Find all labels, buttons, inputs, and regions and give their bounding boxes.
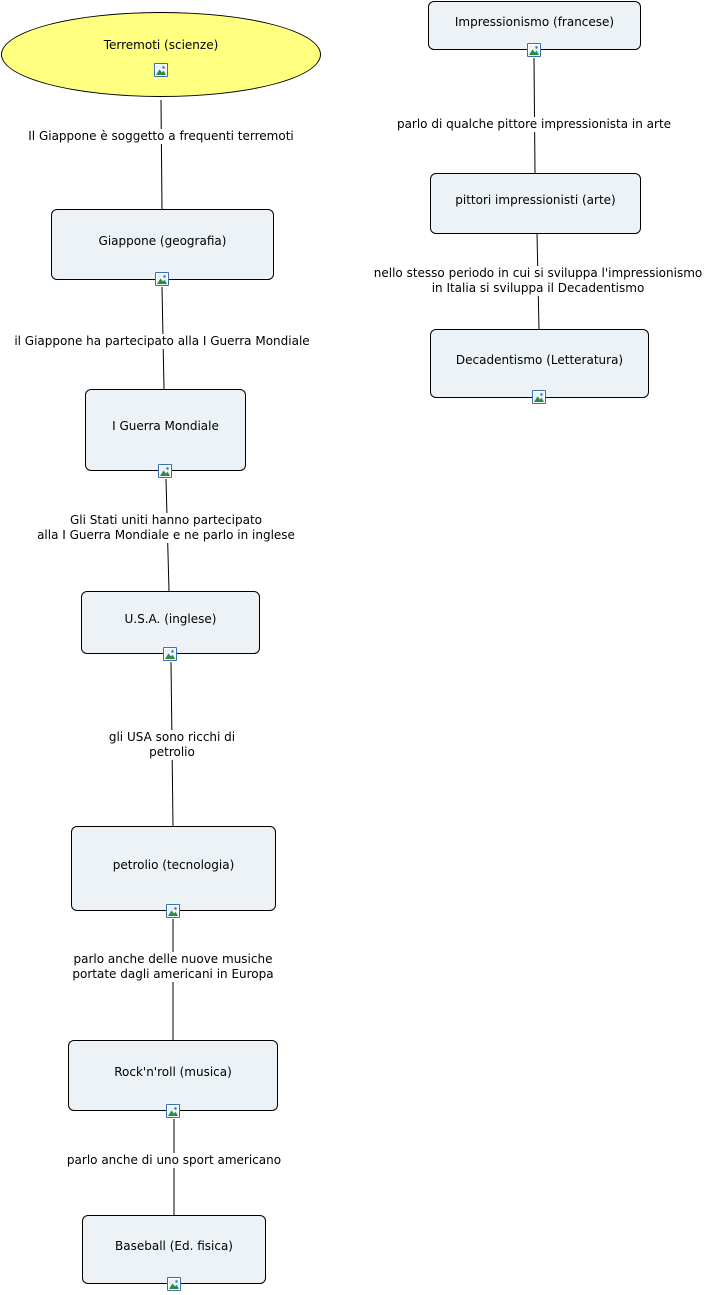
concept-label: Terremoti (scienze) bbox=[103, 37, 219, 52]
concept-terremoti[interactable]: Terremoti (scienze) bbox=[1, 12, 321, 97]
concept-impressionismo[interactable]: Impressionismo (francese) bbox=[428, 1, 641, 50]
link-label-line: petrolio bbox=[149, 745, 195, 759]
line-impressionismo-pittori bbox=[533, 57, 536, 174]
link-label-line: portate dagli americani in Europa bbox=[72, 967, 274, 981]
link-label: gli USA sono ricchi di petrolio bbox=[108, 730, 236, 760]
link-label-text: parlo di qualche pittore impressionista … bbox=[396, 117, 672, 131]
link-label-text: parlo anche di uno sport americano bbox=[66, 1153, 282, 1167]
image-resource-icon[interactable] bbox=[527, 43, 541, 57]
image-resource-icon[interactable] bbox=[155, 272, 169, 286]
link-label: Il Giappone è soggetto a frequenti terre… bbox=[28, 129, 294, 144]
link-label-line: alla I Guerra Mondiale e ne parlo in ing… bbox=[37, 528, 295, 542]
concept-label: Impressionismo (francese) bbox=[454, 14, 615, 29]
concept-label: Decadentismo (Letteratura) bbox=[455, 352, 624, 367]
concept-label: petrolio (tecnologia) bbox=[112, 857, 235, 872]
link-label-line: Gli Stati uniti hanno partecipato bbox=[70, 513, 262, 527]
link-label-line: gli USA sono ricchi di bbox=[108, 730, 236, 744]
link-label-text: il Giappone ha partecipato alla I Guerra… bbox=[14, 334, 310, 348]
link-label: il Giappone ha partecipato alla I Guerra… bbox=[14, 334, 310, 349]
link-label-line: nello stesso periodo in cui si sviluppa … bbox=[373, 266, 703, 280]
link-label: parlo di qualche pittore impressionista … bbox=[396, 117, 672, 132]
concept-pittori[interactable]: pittori impressionisti (arte) bbox=[430, 173, 641, 234]
concept-baseball[interactable]: Baseball (Ed. fisica) bbox=[82, 1215, 266, 1284]
concept-rocknroll[interactable]: Rock'n'roll (musica) bbox=[68, 1040, 278, 1111]
concept-label: I Guerra Mondiale bbox=[112, 419, 219, 433]
link-label: parlo anche di uno sport americano bbox=[66, 1153, 282, 1168]
concept-giappone[interactable]: Giappone (geografia) bbox=[51, 209, 274, 280]
link-label: Gli Stati uniti hanno partecipato alla I… bbox=[37, 513, 295, 543]
concept-usa[interactable]: U.S.A. (inglese) bbox=[81, 591, 260, 654]
image-resource-icon[interactable] bbox=[166, 904, 180, 918]
link-label-text: Il Giappone è soggetto a frequenti terre… bbox=[28, 129, 294, 143]
concept-label: pittori impressionisti (arte) bbox=[455, 192, 616, 207]
image-resource-icon[interactable] bbox=[167, 1277, 181, 1291]
concept-decadentismo[interactable]: Decadentismo (Letteratura) bbox=[430, 329, 649, 398]
link-label-line: in Italia si sviluppa il Decadentismo bbox=[431, 281, 645, 295]
link-label: parlo anche delle nuove musiche portate … bbox=[72, 952, 274, 982]
concept-petrolio[interactable]: petrolio (tecnologia) bbox=[71, 826, 276, 911]
concept-label: Rock'n'roll (musica) bbox=[114, 1064, 232, 1079]
image-resource-icon[interactable] bbox=[163, 647, 177, 661]
line-terremoti-giappone bbox=[160, 99, 163, 210]
image-resource-icon[interactable] bbox=[166, 1104, 180, 1118]
concept-label: Baseball (Ed. fisica) bbox=[115, 1238, 233, 1253]
concept-label: U.S.A. (inglese) bbox=[124, 611, 217, 626]
concept-label: Giappone (geografia) bbox=[98, 233, 227, 248]
link-label: nello stesso periodo in cui si sviluppa … bbox=[373, 266, 703, 296]
concept-guerra[interactable]: I Guerra Mondiale bbox=[85, 389, 246, 471]
image-resource-icon[interactable] bbox=[532, 390, 546, 404]
image-resource-icon[interactable] bbox=[154, 63, 168, 77]
image-resource-icon[interactable] bbox=[158, 464, 172, 478]
link-label-line: parlo anche delle nuove musiche bbox=[73, 952, 273, 966]
